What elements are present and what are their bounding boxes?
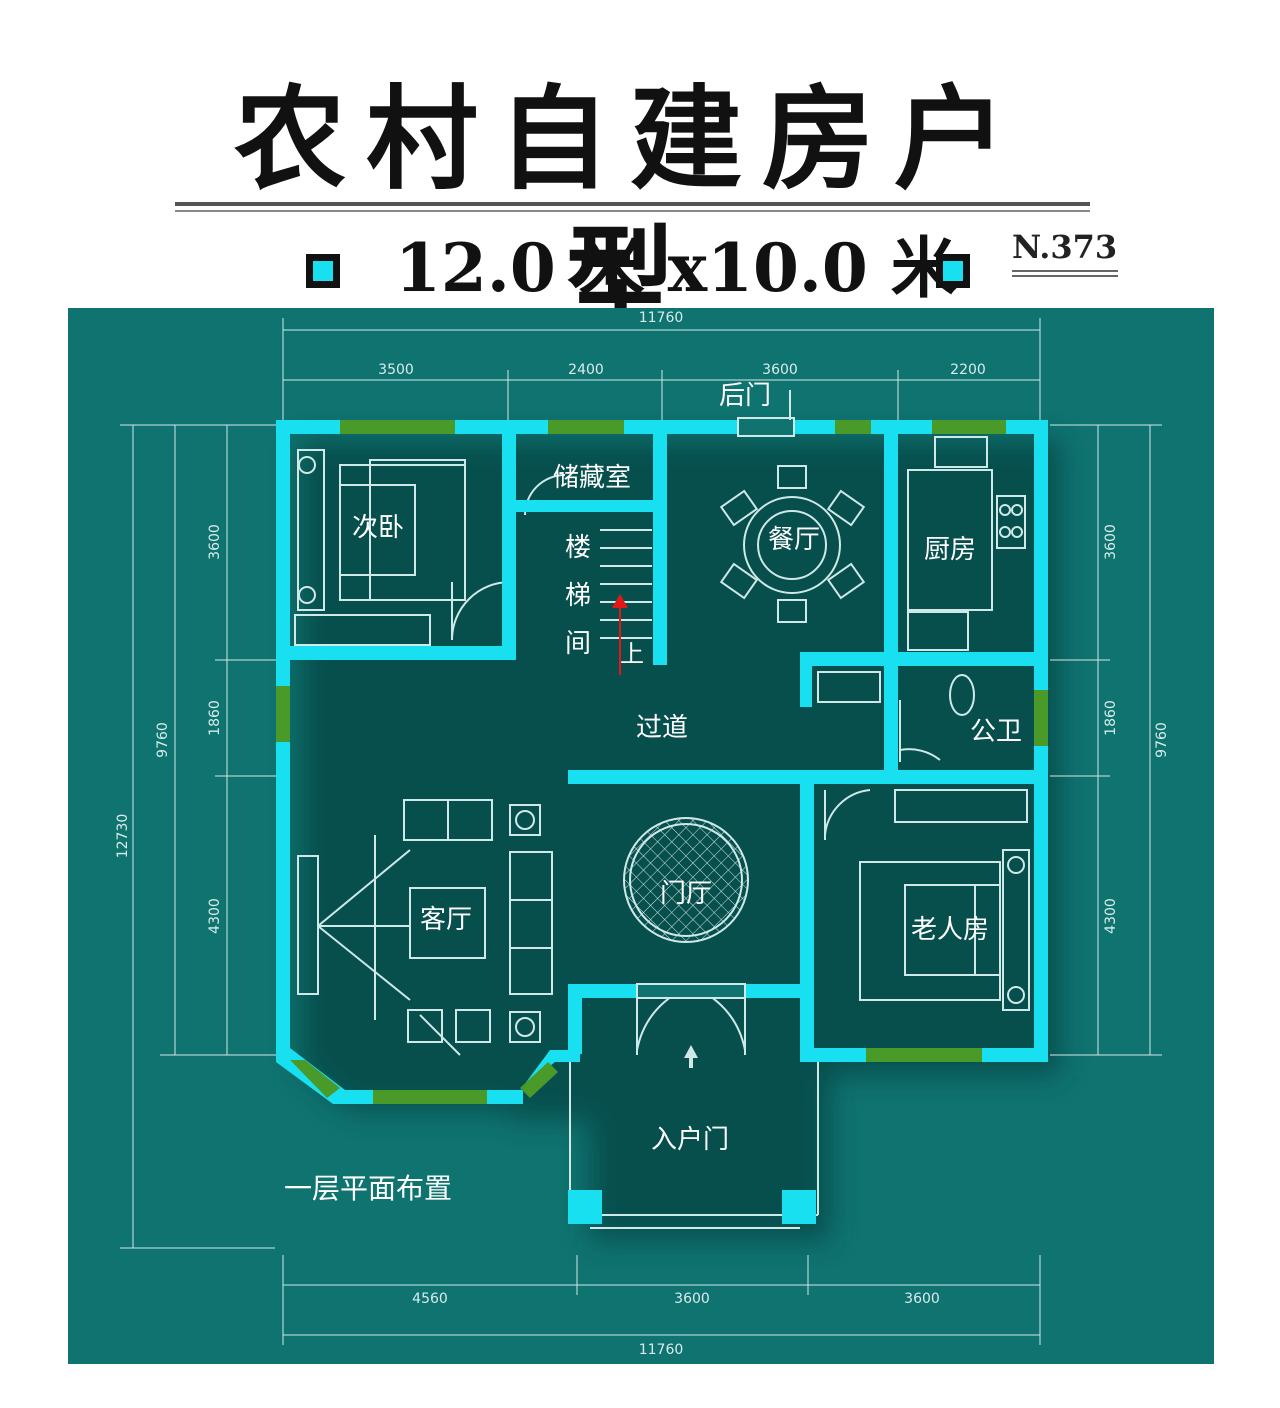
back-door xyxy=(737,390,795,437)
label-stair-2: 梯 xyxy=(565,581,591,611)
label-stair-1: 楼 xyxy=(565,533,591,563)
dim-top-3: 3600 xyxy=(762,362,798,378)
dim-right-1: 3600 xyxy=(1103,524,1119,560)
dim-right-3: 4300 xyxy=(1103,898,1119,934)
page-title: 农村自建房户型 xyxy=(234,74,1026,345)
dim-bottom-1: 4560 xyxy=(412,1291,448,1307)
plan-code-underline-2 xyxy=(1012,275,1118,277)
title-underline xyxy=(175,202,1090,206)
dim-bottom-total: 11760 xyxy=(639,1342,684,1358)
dim-left-total: 9760 xyxy=(155,722,171,758)
label-elder-room: 老人房 xyxy=(911,915,989,945)
stair-arrow-icon xyxy=(612,594,628,675)
porch-column-left xyxy=(568,1190,602,1224)
label-stair-up: 上 xyxy=(620,640,644,668)
dim-right-2: 1860 xyxy=(1103,700,1119,736)
dim-top-4: 2200 xyxy=(950,362,986,378)
dim-top-total: 11760 xyxy=(639,310,684,326)
label-storage: 储藏室 xyxy=(553,463,631,493)
label-foyer: 门厅 xyxy=(660,879,712,909)
entry-arrow-icon xyxy=(684,1045,698,1068)
label-kitchen: 厨房 xyxy=(924,535,976,565)
plan-code-underline xyxy=(1012,270,1118,272)
label-public-wc: 公卫 xyxy=(970,717,1022,747)
dim-left-1: 3600 xyxy=(207,524,223,560)
label-living: 客厅 xyxy=(420,905,472,935)
label-back-door: 后门 xyxy=(719,381,771,411)
windows xyxy=(276,420,1048,1104)
dimension-header: 12.0 米 x10.0 米 xyxy=(0,228,1280,308)
size-text: 12.0 米 x10.0 米 xyxy=(395,229,957,307)
label-corridor: 过道 xyxy=(636,713,688,743)
furniture xyxy=(294,436,1030,1229)
dim-bottom-2: 3600 xyxy=(674,1291,710,1307)
label-entrance: 入户门 xyxy=(651,1125,729,1155)
entry-door-opening xyxy=(636,983,746,999)
dim-bottom-3: 3600 xyxy=(904,1291,940,1307)
dim-top-1: 3500 xyxy=(378,362,414,378)
label-dining: 餐厅 xyxy=(768,525,820,555)
label-stair-3: 间 xyxy=(565,629,591,659)
dim-right-total: 9760 xyxy=(1154,722,1170,758)
dim-left-3: 4300 xyxy=(207,898,223,934)
bullet-right-icon xyxy=(936,254,970,288)
dim-left-2: 1860 xyxy=(207,700,223,736)
dim-left-overall: 12730 xyxy=(115,814,131,859)
title-underline-thin xyxy=(175,210,1090,212)
dimension-lines xyxy=(120,318,1162,1345)
floor-label: 一层平面布置 xyxy=(284,1172,452,1205)
bullet-left-icon xyxy=(306,254,340,288)
plan-code: N.373 xyxy=(1012,228,1118,266)
dim-top-2: 2400 xyxy=(568,362,604,378)
label-secondary-bedroom: 次卧 xyxy=(352,513,404,543)
porch-column-right xyxy=(782,1190,816,1224)
